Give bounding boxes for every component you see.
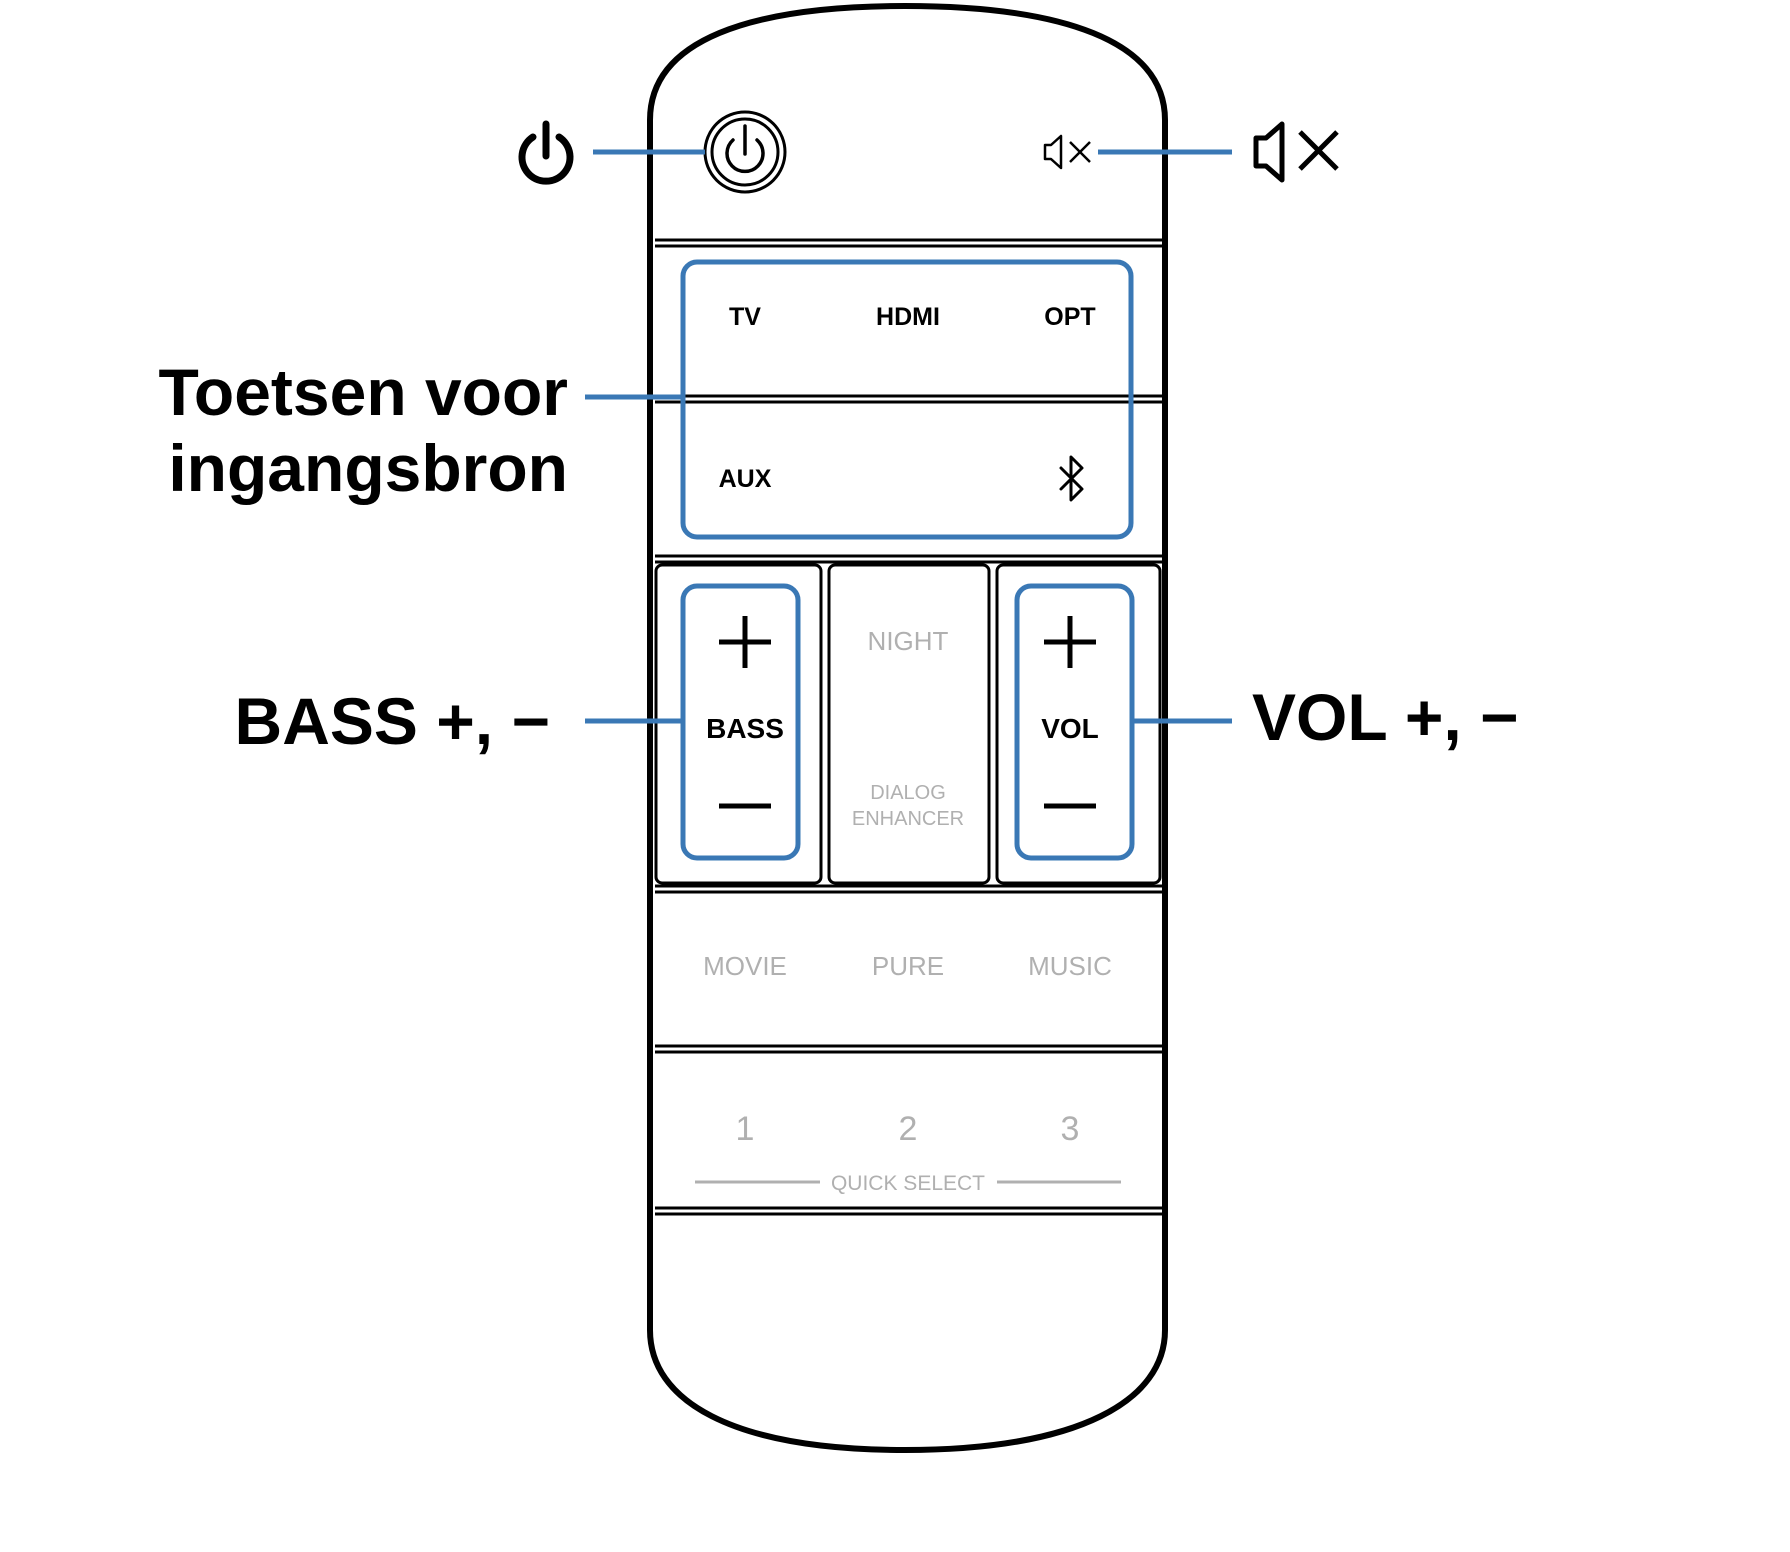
power-icon bbox=[518, 120, 574, 185]
input-source-callout-line1: Toetsen voor bbox=[158, 355, 568, 429]
input-source-callout-line2: ingangsbron bbox=[168, 431, 568, 505]
divider bbox=[655, 1206, 1162, 1216]
vol-label: VOL bbox=[1041, 713, 1099, 744]
quick-select-1-button[interactable]: 1 bbox=[736, 1110, 755, 1148]
quick-select-2-button[interactable]: 2 bbox=[899, 1110, 918, 1148]
power-button[interactable] bbox=[703, 110, 787, 194]
callout-lines bbox=[585, 149, 1232, 724]
quick-select-3-button[interactable]: 3 bbox=[1061, 1110, 1080, 1148]
vol-plus-button[interactable] bbox=[1044, 616, 1096, 668]
night-button[interactable]: NIGHT bbox=[868, 626, 949, 656]
plus-icon bbox=[719, 616, 771, 668]
dialog-enhancer-button[interactable]: DIALOG ENHANCER bbox=[852, 782, 964, 830]
middle-columns bbox=[654, 563, 1162, 885]
pure-button[interactable]: PURE bbox=[872, 951, 944, 981]
mute-button[interactable] bbox=[1043, 134, 1091, 170]
mute-icon bbox=[1253, 121, 1339, 183]
divider bbox=[655, 394, 1162, 564]
power-icon bbox=[725, 124, 765, 174]
aux-button[interactable]: AUX bbox=[719, 465, 772, 493]
bass-callout: BASS +, − bbox=[235, 684, 550, 758]
music-button[interactable]: MUSIC bbox=[1028, 951, 1112, 981]
remote-body bbox=[647, 2, 1168, 1454]
bluetooth-icon bbox=[1059, 455, 1084, 502]
opt-button[interactable]: OPT bbox=[1044, 303, 1095, 331]
enhancer-label: ENHANCER bbox=[852, 808, 964, 830]
divider bbox=[655, 884, 1162, 894]
plus-icon bbox=[1044, 616, 1096, 668]
bluetooth-button[interactable] bbox=[1059, 455, 1084, 502]
movie-button[interactable]: MOVIE bbox=[703, 951, 787, 981]
dialog-label: DIALOG bbox=[870, 782, 946, 804]
bass-label: BASS bbox=[706, 713, 784, 744]
hdmi-button[interactable]: HDMI bbox=[876, 303, 940, 331]
mute-icon bbox=[1043, 134, 1091, 170]
tv-button[interactable]: TV bbox=[729, 303, 761, 331]
quick-select-label: QUICK SELECT bbox=[831, 1172, 985, 1195]
divider bbox=[655, 1044, 1162, 1054]
vol-callout: VOL +, − bbox=[1252, 680, 1519, 754]
bass-plus-button[interactable] bbox=[719, 616, 771, 668]
divider bbox=[655, 238, 1162, 248]
